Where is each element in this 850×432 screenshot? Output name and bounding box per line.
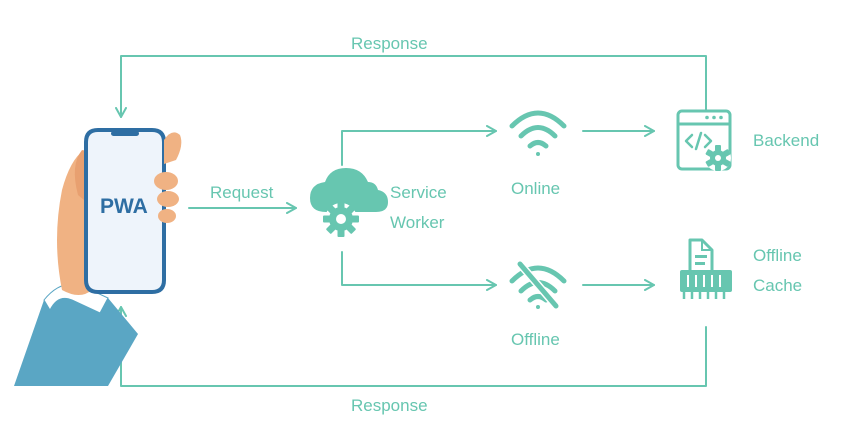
to-online-arrow: [341, 125, 497, 166]
cloud-gear-icon: [310, 168, 388, 237]
phone-frame: [84, 128, 166, 294]
online-label: Online: [511, 179, 561, 198]
offline-cache-label-line1: Offline: [753, 246, 802, 265]
offline-label: Offline: [511, 330, 560, 349]
response-bottom-label: Response: [351, 396, 428, 415]
offline-cache-label-line2: Cache: [753, 276, 803, 295]
response-top-arrow: [115, 55, 707, 118]
index-finger: [164, 132, 182, 164]
phone-notch: [111, 131, 139, 136]
finger-1: [154, 172, 178, 190]
response-top-label: Response: [351, 34, 428, 53]
wifi-off-icon: [509, 260, 567, 310]
service-worker-label-line2: Worker: [390, 213, 445, 232]
code-window-gear-icon: [676, 109, 732, 171]
phone-app-label: PWA: [100, 195, 148, 218]
wifi-icon: [509, 110, 567, 156]
sleeve: [14, 284, 138, 386]
hand-with-phone: [14, 128, 182, 386]
to-offline-arrow: [341, 251, 497, 291]
finger-2: [157, 191, 179, 207]
backend-label: Backend: [753, 131, 820, 150]
document-storage-icon: [680, 238, 732, 299]
finger-3: [158, 209, 176, 223]
response-bottom-arrow: [115, 306, 707, 387]
service-worker-label-line1: Service: [390, 183, 447, 202]
request-label: Request: [210, 183, 274, 202]
